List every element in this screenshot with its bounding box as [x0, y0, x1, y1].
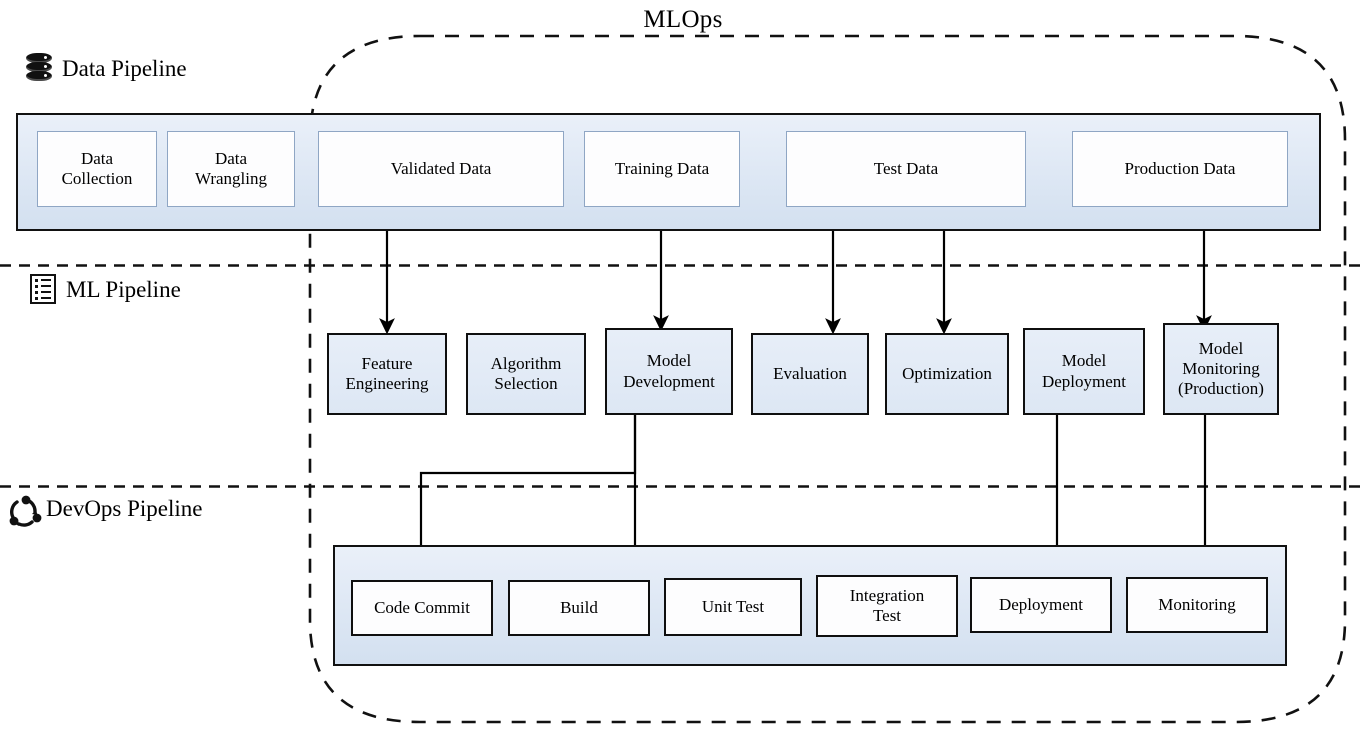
lane-label-text: ML Pipeline	[66, 276, 181, 302]
lane-label-ml-pipeline: ML Pipeline	[30, 274, 181, 304]
node-production-data[interactable]: Production Data	[1072, 131, 1288, 207]
node-build[interactable]: Build	[508, 580, 650, 636]
page-title: MLOps	[643, 6, 723, 33]
node-code-commit[interactable]: Code Commit	[351, 580, 493, 636]
node-deployment[interactable]: Deployment	[970, 577, 1112, 633]
lane-label-devops-pipeline: DevOps Pipeline	[46, 497, 203, 520]
list-icon	[30, 274, 56, 304]
lane-label-text: DevOps Pipeline	[46, 496, 203, 521]
cycle-icon-art	[9, 495, 42, 527]
node-evaluation[interactable]: Evaluation	[751, 333, 869, 415]
node-validated-data[interactable]: Validated Data	[318, 131, 564, 207]
node-test-data[interactable]: Test Data	[786, 131, 1026, 207]
node-unit-test[interactable]: Unit Test	[664, 578, 802, 636]
database-icon	[26, 53, 52, 83]
node-optimization[interactable]: Optimization	[885, 333, 1009, 415]
node-training-data[interactable]: Training Data	[584, 131, 740, 207]
node-monitoring[interactable]: Monitoring	[1126, 577, 1268, 633]
lane-label-data-pipeline: Data Pipeline	[26, 53, 187, 83]
lane-label-text: Data Pipeline	[62, 55, 187, 81]
